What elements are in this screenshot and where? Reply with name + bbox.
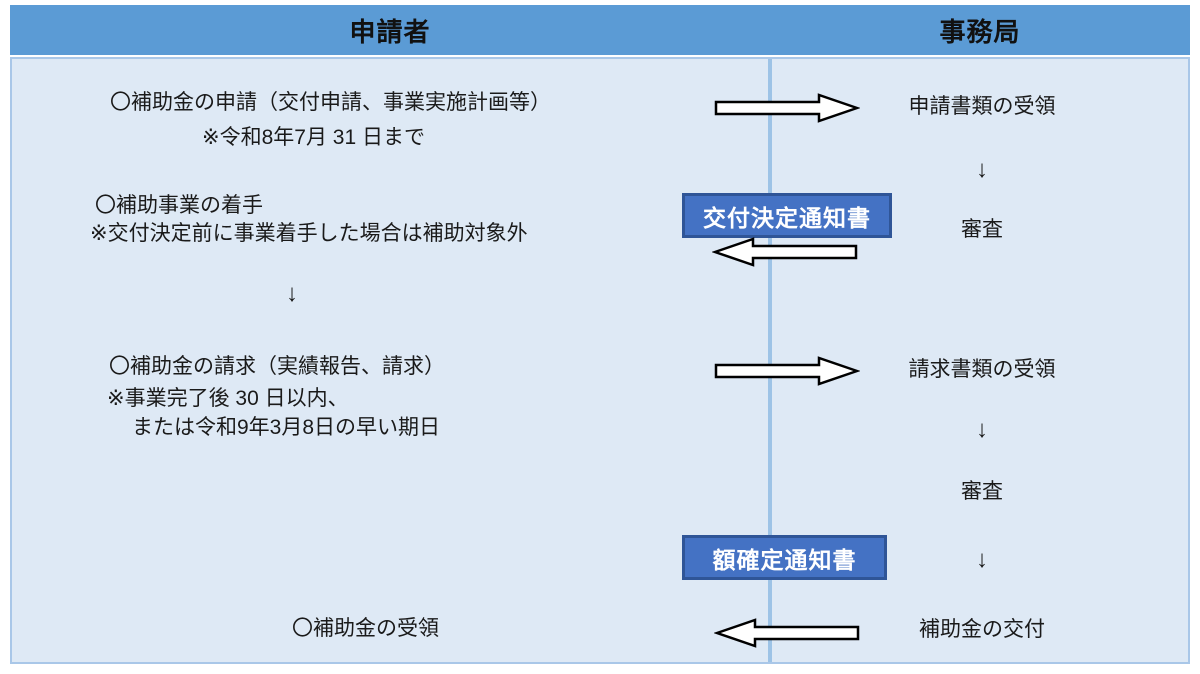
office-step4: 審査 [961, 480, 1003, 503]
applicant-step4: 〇補助金の受領 [292, 617, 439, 640]
applicant-step1-line2: ※令和8年7月 31 日まで [202, 126, 425, 149]
flow-arrow-left-icon [714, 618, 860, 648]
notice-amount-confirmation: 額確定通知書 [682, 535, 887, 580]
office-step3: 請求書類の受領 [908, 358, 1056, 381]
applicant-down-arrow-icon: ↓ [286, 280, 298, 307]
header-applicant-label: 申請者 [349, 16, 431, 47]
applicant-step2-line1: 〇補助事業の着手 [95, 194, 263, 217]
header-office-label: 事務局 [939, 16, 1021, 47]
office-step1: 申請書類の受領 [908, 95, 1056, 118]
flow-arrow-right-icon [714, 93, 860, 123]
office-down-arrow-icon: ↓ [976, 546, 988, 573]
notice-grant-decision: 交付決定通知書 [682, 193, 892, 238]
office-down-arrow-icon: ↓ [976, 416, 988, 443]
flow-arrow-right-icon [714, 356, 860, 386]
applicant-step3-line3: または令和9年3月8日の早い期日 [132, 416, 441, 439]
applicant-step3-line2: ※事業完了後 30 日以内、 [107, 387, 349, 410]
office-step5: 補助金の交付 [919, 618, 1045, 641]
office-step2: 審査 [961, 218, 1003, 241]
applicant-step2-line2: ※交付決定前に事業着手した場合は補助対象外 [90, 222, 528, 245]
column-divider [768, 59, 772, 662]
flow-panel: 〇補助金の申請（交付申請、事業実施計画等） ※令和8年7月 31 日まで 〇補助… [10, 57, 1190, 664]
office-down-arrow-icon: ↓ [976, 156, 988, 183]
applicant-step1-line1: 〇補助金の申請（交付申請、事業実施計画等） [110, 91, 551, 114]
header-bar: 申請者 事務局 [10, 5, 1190, 55]
flow-arrow-left-icon [712, 237, 858, 267]
applicant-step3-line1: 〇補助金の請求（実績報告、請求） [109, 355, 445, 378]
